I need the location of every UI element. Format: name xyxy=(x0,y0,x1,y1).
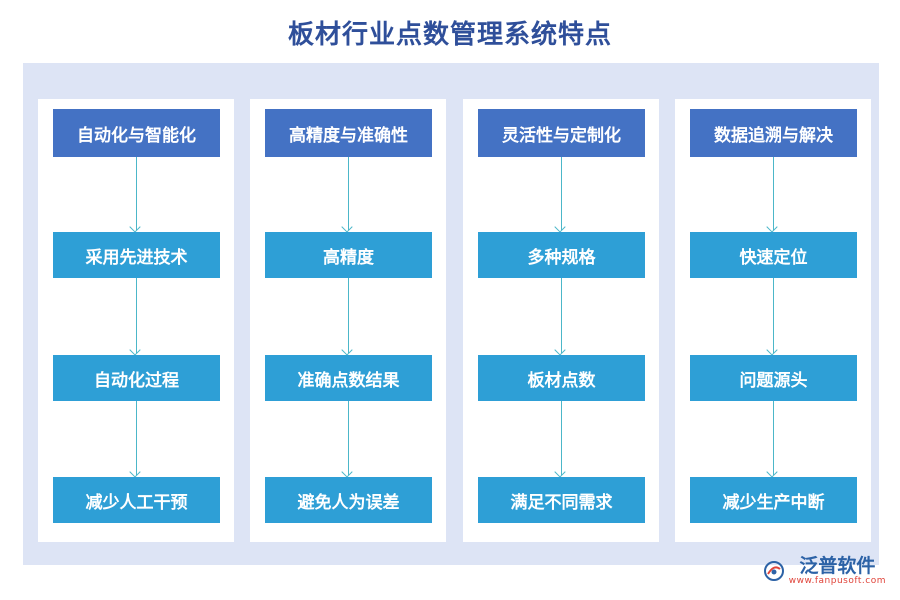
column-item: 快速定位 xyxy=(690,232,857,278)
column-header: 自动化与智能化 xyxy=(53,109,220,157)
column-item: 自动化过程 xyxy=(53,355,220,401)
brand-watermark: 泛普软件 www.fanpusoft.com xyxy=(763,556,886,586)
arrow-down-icon xyxy=(773,278,774,353)
column-item: 采用先进技术 xyxy=(53,232,220,278)
arrow-down-icon xyxy=(136,157,137,230)
arrow-down-icon xyxy=(348,278,349,353)
column-flexibility: 灵活性与定制化 多种规格 板材点数 满足不同需求 xyxy=(463,99,659,542)
fanpu-logo-icon xyxy=(763,561,784,581)
column-precision: 高精度与准确性 高精度 准确点数结果 避免人为误差 xyxy=(250,99,446,542)
column-item: 高精度 xyxy=(265,232,432,278)
arrow-down-icon xyxy=(561,278,562,353)
column-item: 问题源头 xyxy=(690,355,857,401)
arrow-down-icon xyxy=(773,401,774,475)
column-header: 灵活性与定制化 xyxy=(478,109,645,157)
arrow-down-icon xyxy=(773,157,774,230)
arrow-down-icon xyxy=(561,401,562,475)
column-traceability: 数据追溯与解决 快速定位 问题源头 减少生产中断 xyxy=(675,99,871,542)
brand-name: 泛普软件 xyxy=(799,555,876,577)
column-item: 避免人为误差 xyxy=(265,477,432,523)
arrow-down-icon xyxy=(136,278,137,353)
column-item: 多种规格 xyxy=(478,232,645,278)
column-automation: 自动化与智能化 采用先进技术 自动化过程 减少人工干预 xyxy=(38,99,234,542)
column-item: 准确点数结果 xyxy=(265,355,432,401)
column-header: 数据追溯与解决 xyxy=(690,109,857,157)
column-item: 板材点数 xyxy=(478,355,645,401)
column-item: 减少人工干预 xyxy=(53,477,220,523)
arrow-down-icon xyxy=(348,157,349,230)
diagram-panel: 自动化与智能化 采用先进技术 自动化过程 减少人工干预 高精度与准确性 高精度 … xyxy=(23,63,879,565)
arrow-down-icon xyxy=(561,157,562,230)
column-item: 减少生产中断 xyxy=(690,477,857,523)
column-item: 满足不同需求 xyxy=(478,477,645,523)
brand-url: www.fanpusoft.com xyxy=(788,576,886,586)
diagram-title: 板材行业点数管理系统特点 xyxy=(287,20,612,50)
arrow-down-icon xyxy=(136,401,137,475)
arrow-down-icon xyxy=(348,401,349,475)
column-header: 高精度与准确性 xyxy=(265,109,432,157)
